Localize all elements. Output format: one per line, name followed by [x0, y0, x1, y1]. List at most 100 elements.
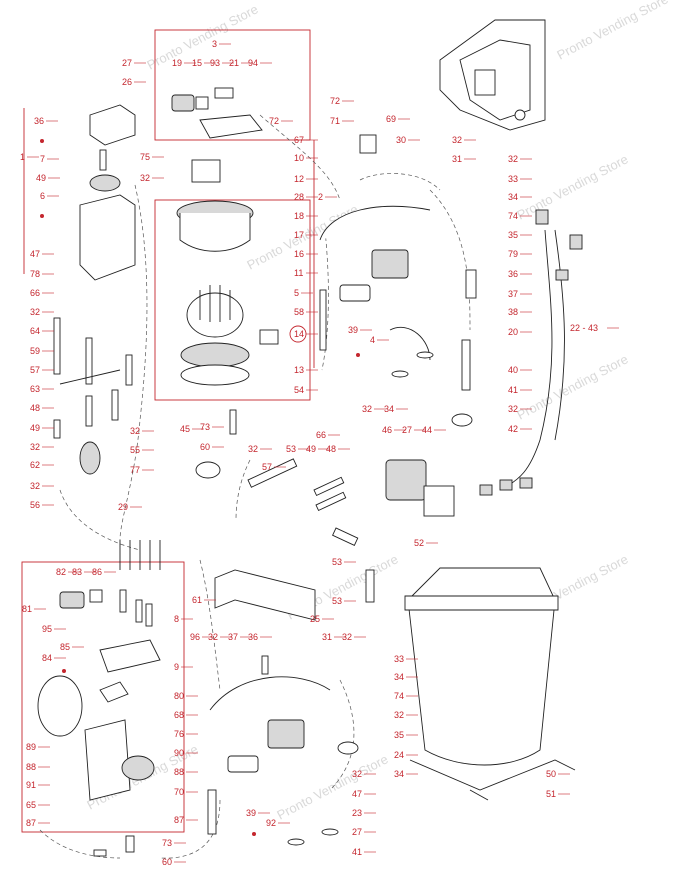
part-label-32: 32 [394, 710, 404, 720]
watermark-text-5: Pronto Vending Store [514, 351, 630, 422]
part-label-15: 15 [192, 58, 202, 68]
part-label-90: 90 [174, 748, 184, 758]
part-label-37: 37 [228, 632, 238, 642]
watermark-text-1: Pronto Vending Store [144, 1, 260, 72]
part-label-96: 96 [190, 632, 200, 642]
marker-dot [40, 214, 44, 218]
part-label-77: 77 [130, 465, 140, 475]
part-label-82: 82 [56, 567, 66, 577]
part-label-23: 23 [352, 808, 362, 818]
part-label-2: 2 [318, 192, 323, 202]
part-label-53: 53 [286, 444, 296, 454]
part-label-34: 34 [394, 672, 404, 682]
part-label-88: 88 [174, 767, 184, 777]
part-label-30: 30 [396, 135, 406, 145]
part-label-56: 56 [30, 500, 40, 510]
part-label-71: 71 [330, 116, 340, 126]
upper-pump-assembly [319, 134, 477, 427]
part-label-26: 26 [122, 77, 132, 87]
part-label-49: 49 [30, 423, 40, 433]
part-label-78: 78 [30, 269, 40, 279]
part-label-21: 21 [229, 58, 239, 68]
part-label-47: 47 [30, 249, 40, 259]
part-label-48: 48 [30, 403, 40, 413]
part-label-34: 34 [508, 192, 518, 202]
part-label-32: 32 [140, 173, 150, 183]
part-label-70: 70 [174, 787, 184, 797]
part-label-37: 37 [508, 289, 518, 299]
part-label-74: 74 [508, 211, 518, 221]
part-label-57: 57 [262, 462, 272, 472]
part-label-51: 51 [546, 789, 556, 799]
part-label-87: 87 [26, 818, 36, 828]
part-label-9: 9 [174, 662, 179, 672]
watermark-text-2: Pronto Vending Store [554, 0, 670, 63]
boiler-group-frame [154, 29, 311, 141]
part-label-32: 32 [362, 404, 372, 414]
part-label-74: 74 [394, 691, 404, 701]
part-label-91: 91 [26, 780, 36, 790]
part-label-57: 57 [30, 365, 40, 375]
part-label-19: 19 [172, 58, 182, 68]
part-label-66: 66 [316, 430, 326, 440]
part-label-32: 32 [248, 444, 258, 454]
part-label-39: 39 [348, 325, 358, 335]
part-label-89: 89 [26, 742, 36, 752]
part-label-46: 46 [382, 425, 392, 435]
part-label-33: 33 [394, 654, 404, 664]
part-label-67: 67 [294, 135, 304, 145]
part-label-54: 54 [294, 385, 304, 395]
part-label-34: 34 [384, 404, 394, 414]
part-label-13: 13 [294, 365, 304, 375]
part-label-64: 64 [30, 326, 40, 336]
part-label-94: 94 [248, 58, 258, 68]
part-label-47: 47 [352, 789, 362, 799]
part-label-68: 68 [174, 710, 184, 720]
part-label-61: 61 [192, 595, 202, 605]
part-label-86: 86 [92, 567, 102, 577]
part-label-31: 31 [452, 154, 462, 164]
lower-valve-group-parts [37, 589, 161, 801]
part-label-35: 35 [508, 230, 518, 240]
part-label-58: 58 [294, 307, 304, 317]
part-label-53: 53 [332, 557, 342, 567]
part-label-60: 60 [200, 442, 210, 452]
part-label-87: 87 [174, 815, 184, 825]
part-label-32: 32 [30, 481, 40, 491]
part-label-34: 34 [394, 769, 404, 779]
part-label-16: 16 [294, 249, 304, 259]
part-label-32: 32 [30, 307, 40, 317]
part-label-42: 42 [508, 424, 518, 434]
part-label-28: 28 [294, 192, 304, 202]
part-label-39: 39 [246, 808, 256, 818]
part-label-95: 95 [42, 624, 52, 634]
part-label-73: 73 [162, 838, 172, 848]
part-label-4: 4 [370, 335, 375, 345]
part-label-55: 55 [130, 445, 140, 455]
part-label-49: 49 [36, 173, 46, 183]
hose-paths [39, 114, 471, 859]
part-label-44: 44 [422, 425, 432, 435]
part-label-32: 32 [452, 135, 462, 145]
part-label-18: 18 [294, 211, 304, 221]
part-label-92: 92 [266, 818, 276, 828]
part-label-6: 6 [40, 191, 45, 201]
part-label-66: 66 [30, 288, 40, 298]
part-label-3: 3 [212, 39, 217, 49]
part-label-8: 8 [174, 614, 179, 624]
marker-dot [252, 832, 256, 836]
part-label-79: 79 [508, 249, 518, 259]
heater-group-frame [154, 199, 311, 401]
part-label-32: 32 [508, 154, 518, 164]
part-label-83: 83 [72, 567, 82, 577]
lower-pump-assembly [93, 655, 359, 857]
watermark-text-4: Pronto Vending Store [514, 151, 630, 222]
part-label-45: 45 [180, 424, 190, 434]
middle-fittings [119, 409, 455, 621]
part-label-41: 41 [508, 385, 518, 395]
part-label-36: 36 [34, 116, 44, 126]
part-label-29: 29 [118, 502, 128, 512]
part-label-85: 85 [60, 642, 70, 652]
part-label-60: 60 [162, 857, 172, 867]
